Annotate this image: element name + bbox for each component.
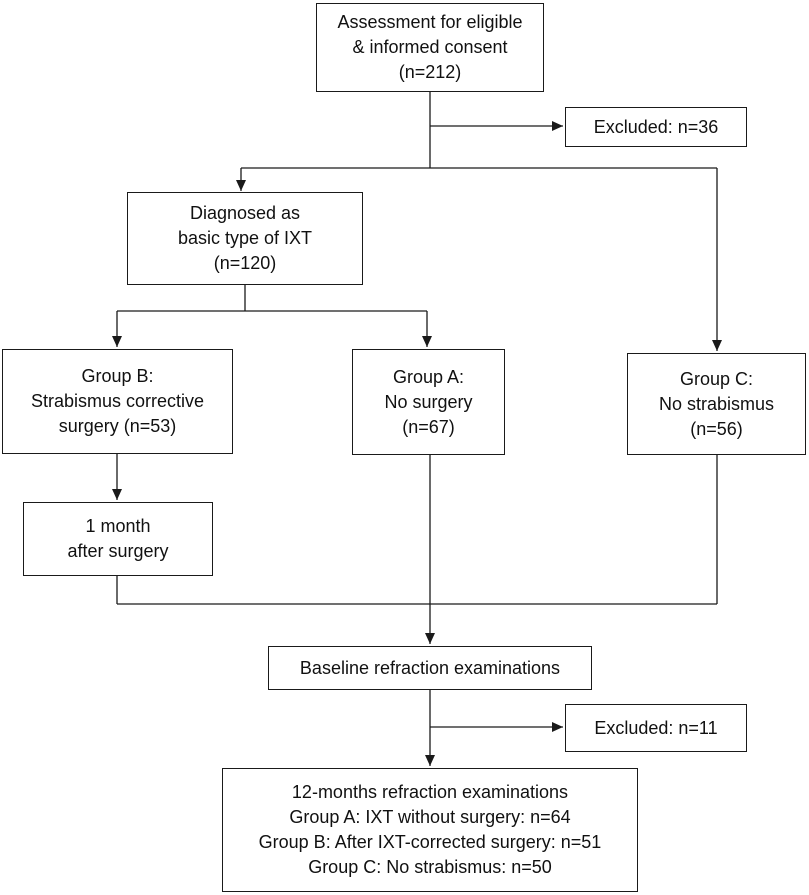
excluded-second-box: Excluded: n=11 — [565, 704, 747, 752]
diagnosed-line-3: (n=120) — [213, 253, 277, 273]
group-a-line-3: (n=67) — [402, 416, 455, 437]
diagnosed-line-2: basic type of IXT — [177, 228, 313, 248]
group-a-box: Group A: No surgery (n=67) — [352, 349, 505, 455]
group-b-box: Group B: Strabismus corrective surgery (… — [2, 349, 233, 454]
twelve-months-line-3: Group B: After IXT-corrected surgery: n=… — [258, 832, 602, 852]
excluded-second-label: Excluded: n=11 — [594, 717, 718, 738]
assessment-line-2: & informed consent — [352, 37, 508, 57]
group-a-line-1: Group A: — [392, 366, 465, 387]
assessment-line-1: Assessment for eligible — [337, 12, 523, 32]
diagnosed-line-1: Diagnosed as — [189, 203, 301, 223]
assessment-box: Assessment for eligible & informed conse… — [316, 3, 544, 92]
group-c-box: Group C: No strabismus (n=56) — [627, 353, 806, 455]
assessment-line-3: (n=212) — [398, 62, 462, 82]
group-a-line-2: No surgery — [384, 391, 473, 412]
excluded-first-label: Excluded: n=36 — [593, 116, 719, 137]
baseline-box: Baseline refraction examinations — [268, 646, 592, 690]
group-b-line-3: surgery (n=53) — [58, 416, 177, 436]
one-month-line-2: after surgery — [67, 541, 169, 561]
group-c-line-3: (n=56) — [690, 418, 743, 439]
twelve-months-box: 12-months refraction examinations Group … — [222, 768, 638, 892]
group-b-line-2: Strabismus corrective — [30, 391, 205, 411]
group-c-line-2: No strabismus — [658, 393, 775, 414]
group-b-line-1: Group B: — [81, 366, 154, 386]
diagnosed-box: Diagnosed as basic type of IXT (n=120) — [127, 192, 363, 285]
one-month-box: 1 month after surgery — [23, 502, 213, 576]
twelve-months-line-4: Group C: No strabismus: n=50 — [308, 857, 552, 877]
baseline-label: Baseline refraction examinations — [299, 657, 561, 678]
twelve-months-line-2: Group A: IXT without surgery: n=64 — [289, 807, 571, 827]
one-month-line-1: 1 month — [85, 516, 151, 536]
group-c-line-1: Group C: — [679, 368, 754, 389]
twelve-months-line-1: 12-months refraction examinations — [291, 782, 569, 802]
excluded-first-box: Excluded: n=36 — [565, 107, 747, 147]
